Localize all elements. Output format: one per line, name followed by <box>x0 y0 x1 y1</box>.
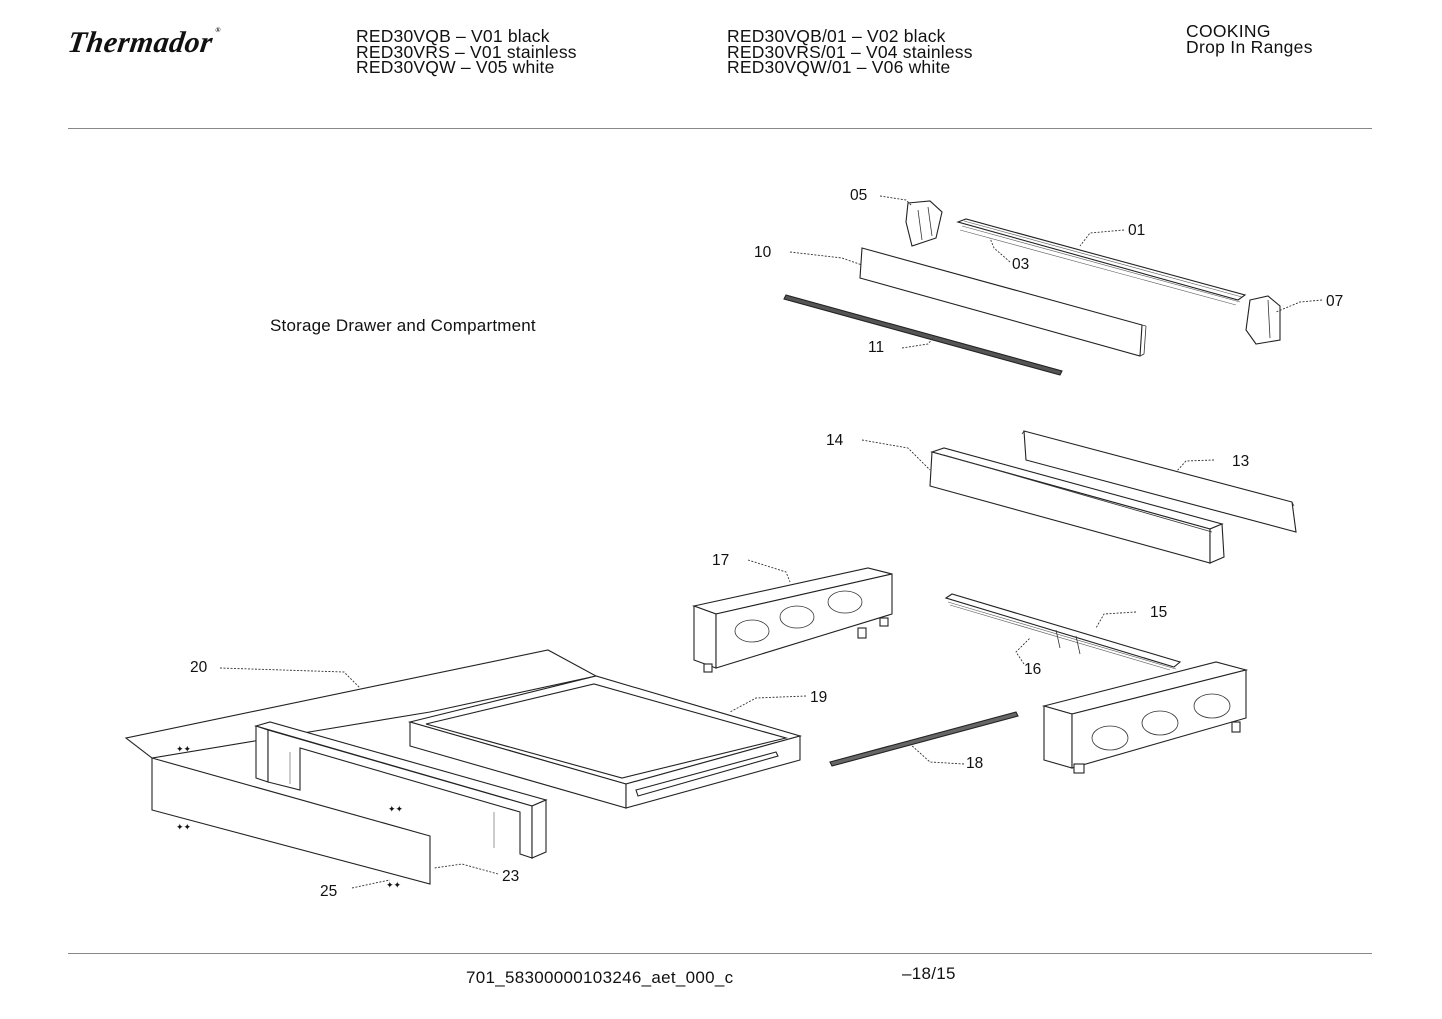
leader-15 <box>1095 611 1137 629</box>
model-list-right: RED30VQB/01 – V02 black RED30VRS/01 – V0… <box>727 26 973 77</box>
part-label-03: 03 <box>1012 256 1029 273</box>
leader-03 <box>989 237 1011 263</box>
svg-text:✦✦: ✦✦ <box>176 744 192 754</box>
leader-07 <box>1275 299 1323 313</box>
leader-14 <box>861 439 931 471</box>
model-line: RED30VRS – V01 stainless <box>356 41 577 62</box>
diagram-title: Storage Drawer and Compartment <box>270 316 536 335</box>
part-label-19: 19 <box>810 689 827 706</box>
part-23-side-support <box>254 721 548 859</box>
part-14-box-panel <box>929 447 1225 564</box>
svg-text:✦✦: ✦✦ <box>176 822 192 832</box>
leader-19 <box>729 695 807 713</box>
model-list-left: RED30VQB – V01 black RED30VRS – V01 stai… <box>356 26 577 77</box>
part-label-07: 07 <box>1326 293 1343 310</box>
part-label-18: 18 <box>966 755 983 772</box>
leader-17 <box>747 559 791 583</box>
leader-20 <box>219 667 361 689</box>
part-label-13: 13 <box>1232 453 1249 470</box>
part-label-11: 11 <box>868 339 884 356</box>
part-label-01: 01 <box>1128 222 1145 239</box>
part-15-rail <box>944 593 1182 671</box>
part-label-15: 15 <box>1150 604 1167 621</box>
leader-23 <box>433 863 499 875</box>
model-line: RED30VQB/01 – V02 black <box>727 26 946 46</box>
part-label-10: 10 <box>754 244 772 261</box>
document-code: 701_58300000103246_aet_000_c <box>466 968 734 987</box>
part-25-screws: ✦✦ ✦✦ ✦✦ ✦✦ <box>176 744 404 890</box>
part-17-burner-box-left <box>692 567 893 673</box>
part-label-25: 25 <box>320 883 337 900</box>
part-label-16: 16 <box>1024 661 1041 678</box>
part-11-strip <box>783 294 1063 376</box>
model-line: RED30VQW – V05 white <box>356 57 555 77</box>
burner-box-right <box>1041 661 1249 774</box>
model-line: RED30VQW/01 – V06 white <box>727 57 951 77</box>
part-05-end-cap-left <box>905 200 943 247</box>
leader-16 <box>1015 637 1031 665</box>
leader-13 <box>1175 459 1215 473</box>
subcategory-label: Drop In Ranges <box>1186 36 1313 57</box>
footer-divider <box>68 953 1372 954</box>
part-01-trim-rail <box>956 218 1247 306</box>
part-20-cabinet <box>124 649 598 885</box>
svg-text:✦✦: ✦✦ <box>386 880 402 890</box>
header-divider <box>68 128 1372 129</box>
page-number: –18/15 <box>902 964 956 983</box>
model-line: RED30VRS/01 – V04 stainless <box>727 41 973 62</box>
svg-text:✦✦: ✦✦ <box>388 804 404 814</box>
part-07-end-cap-right <box>1245 295 1281 345</box>
category-block: COOKING Drop In Ranges <box>1186 21 1313 57</box>
leader-18 <box>909 743 965 765</box>
model-line: RED30VQB – V01 black <box>356 26 550 46</box>
leader-10 <box>789 251 863 266</box>
part-label-14: 14 <box>826 432 844 449</box>
leader-05 <box>879 195 913 207</box>
part-label-23: 23 <box>502 868 519 885</box>
leader-25 <box>351 879 391 889</box>
part-label-20: 20 <box>190 659 208 676</box>
leader-01 <box>1079 229 1125 247</box>
part-18-rod <box>829 711 1019 767</box>
part-19-drawer <box>407 675 803 809</box>
part-label-17: 17 <box>712 552 729 569</box>
part-10-back-panel <box>859 247 1147 357</box>
part-label-05: 05 <box>850 187 867 204</box>
category-label: COOKING <box>1186 21 1271 41</box>
leader-11 <box>901 336 935 349</box>
part-13-rear-panel <box>1021 430 1297 533</box>
